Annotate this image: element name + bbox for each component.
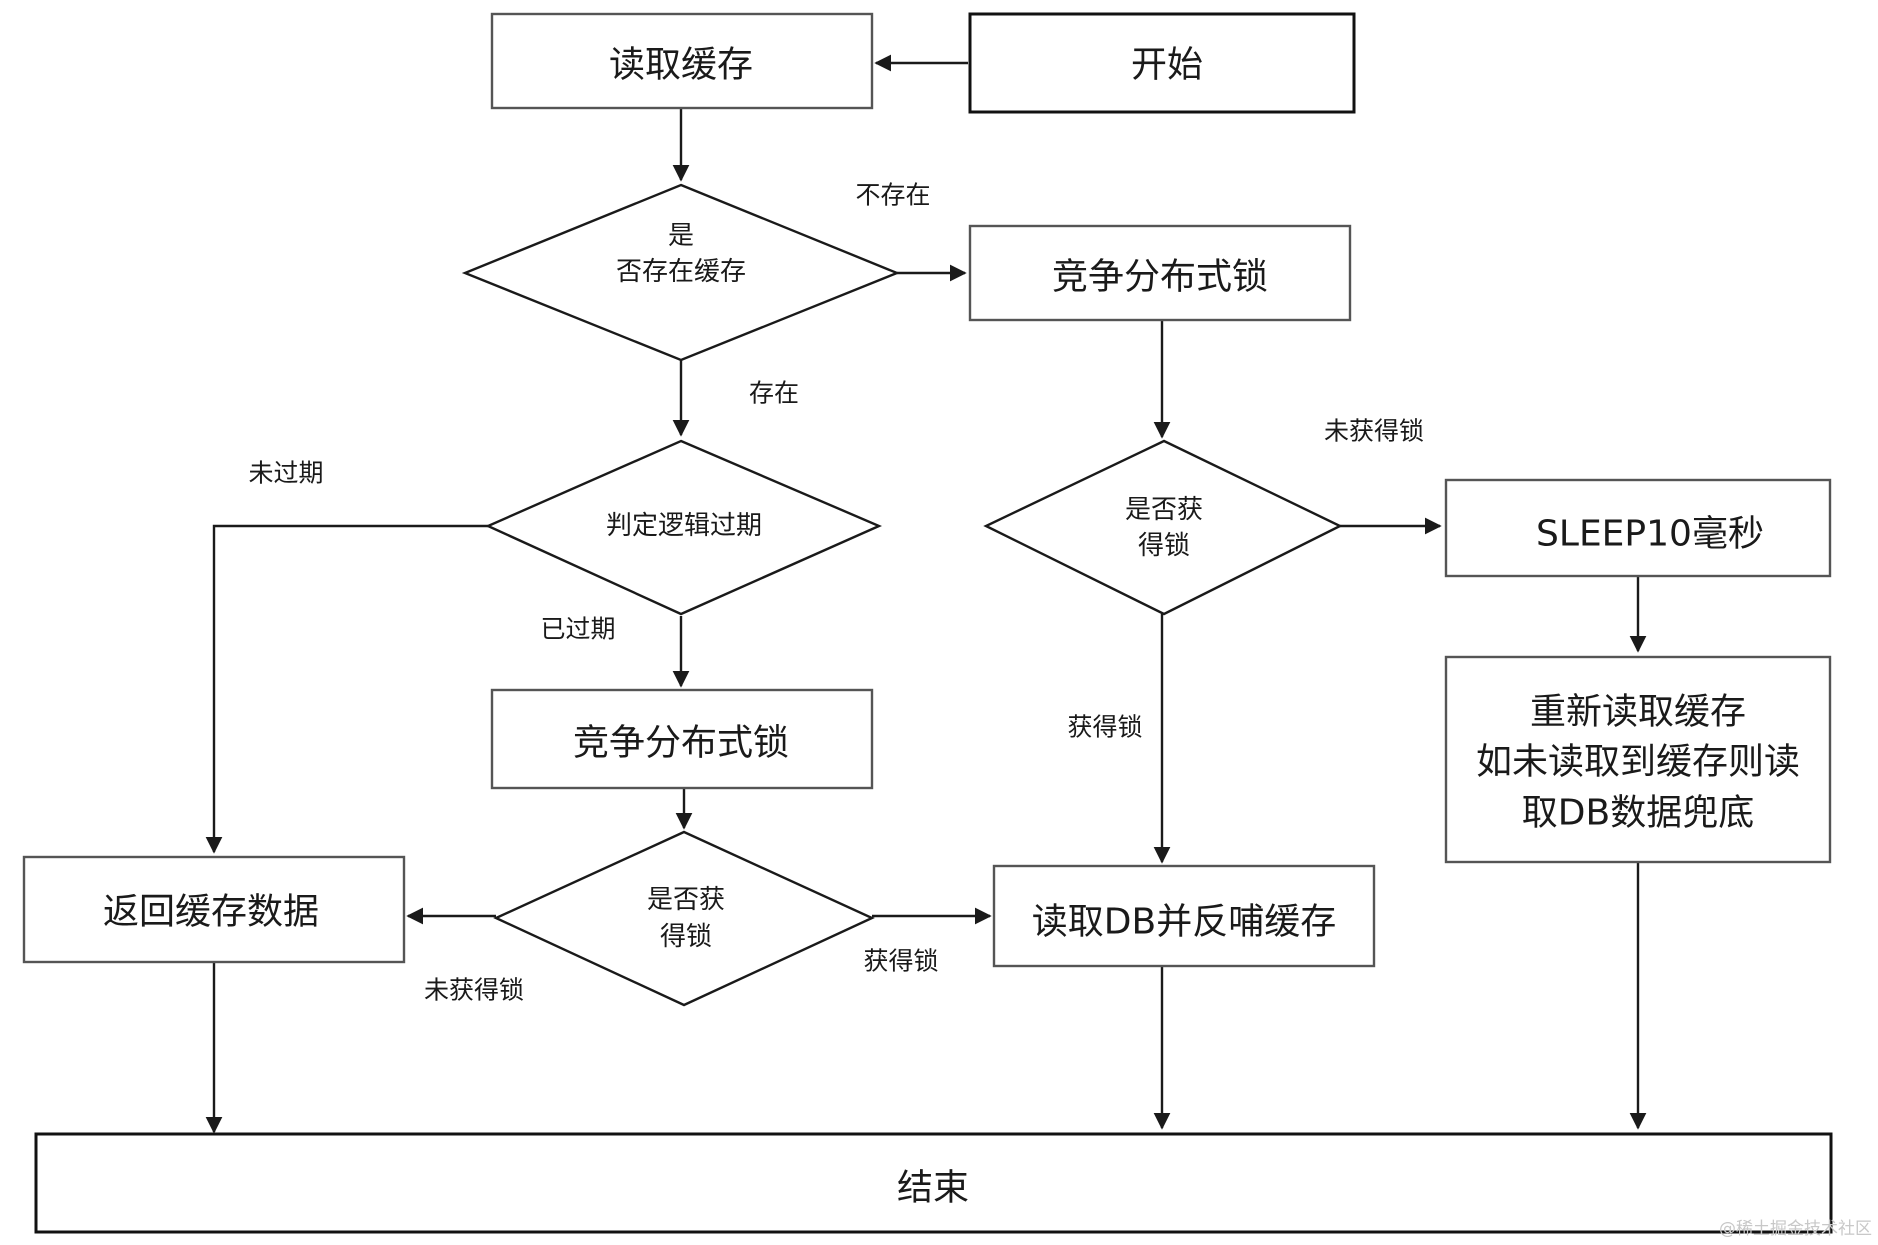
node-cache-exists-label-1: 是 xyxy=(668,221,694,251)
node-lock-mid-label-1: 是否获 xyxy=(647,885,725,915)
node-read-db-backfill-label: 读取DB并反哺缓存 xyxy=(1032,902,1336,943)
node-read-cache: 读取缓存 xyxy=(490,12,874,110)
node-start-label: 开始 xyxy=(1131,45,1203,86)
node-logic-expired-label: 判定逻辑过期 xyxy=(606,511,762,541)
node-end-label: 结束 xyxy=(897,1168,969,1209)
node-lock-right-label-1: 是否获 xyxy=(1125,495,1203,525)
node-sleep: SLEEP10毫秒 xyxy=(1444,478,1832,578)
node-read-cache-label: 读取缓存 xyxy=(609,45,753,86)
node-lock-mid-label-2: 得锁 xyxy=(660,922,712,952)
node-compete-lock-top-label: 竞争分布式锁 xyxy=(1052,257,1268,298)
node-compete-lock-mid-label: 竞争分布式锁 xyxy=(573,723,789,764)
node-lock-right-label-2: 得锁 xyxy=(1138,531,1190,561)
label-lock-ok-mid: 获得锁 xyxy=(863,947,938,976)
node-retry-read-label-1: 重新读取缓存 xyxy=(1530,692,1746,733)
label-exists: 存在 xyxy=(749,379,799,408)
label-lock-ok-right: 获得锁 xyxy=(1067,713,1142,742)
node-retry-read-label-3: 取DB数据兜底 xyxy=(1522,793,1754,834)
node-retry-read-label-2: 如未读取到缓存则读 xyxy=(1476,742,1800,783)
node-read-db-backfill: 读取DB并反哺缓存 xyxy=(992,864,1376,968)
node-cache-exists-decision: 是 否存在缓存 xyxy=(461,183,901,362)
node-end: 结束 xyxy=(34,1132,1833,1234)
node-return-cache-label: 返回缓存数据 xyxy=(103,892,319,933)
node-lock-acquired-decision-mid: 是否获 得锁 xyxy=(493,830,875,1007)
label-lock-failed-mid: 未获得锁 xyxy=(424,976,524,1005)
node-logic-expired-decision: 判定逻辑过期 xyxy=(485,439,882,616)
label-expired: 已过期 xyxy=(540,615,615,644)
node-cache-exists-label-2: 否存在缓存 xyxy=(616,257,746,287)
node-retry-read: 重新读取缓存 如未读取到缓存则读 取DB数据兜底 xyxy=(1444,655,1832,864)
edge-labels: 不存在 存在 未过期 已过期 未获得锁 获得锁 未获得锁 获得锁 xyxy=(248,181,1424,1005)
edge-logic-expired-q-to-return-cache xyxy=(205,524,488,854)
node-compete-lock-top: 竞争分布式锁 xyxy=(968,224,1352,322)
node-start: 开始 xyxy=(968,12,1356,114)
label-lock-failed-right: 未获得锁 xyxy=(1324,417,1424,446)
label-not-expired: 未过期 xyxy=(248,459,323,488)
node-return-cache: 返回缓存数据 xyxy=(22,855,406,964)
node-compete-lock-mid: 竞争分布式锁 xyxy=(490,688,874,790)
node-sleep-label: SLEEP10毫秒 xyxy=(1536,514,1764,555)
node-lock-acquired-decision-right: 是否获 得锁 xyxy=(983,439,1343,616)
watermark: @稀土掘金技术社区 xyxy=(1719,1219,1872,1239)
edges xyxy=(205,54,1647,1134)
label-not-exists: 不存在 xyxy=(855,181,930,210)
